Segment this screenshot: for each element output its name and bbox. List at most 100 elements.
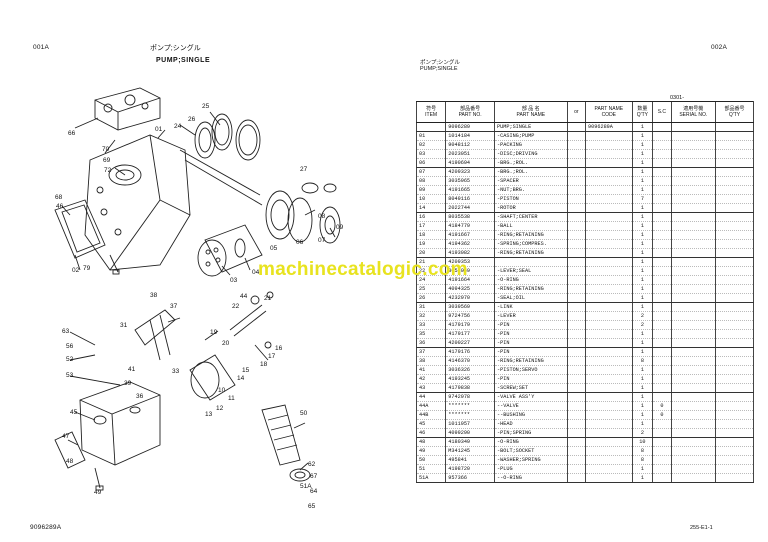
cell-rc bbox=[715, 347, 754, 357]
cell-rc bbox=[715, 338, 754, 348]
svg-text:27: 27 bbox=[300, 166, 308, 173]
cell-part: 4179176 bbox=[445, 347, 495, 357]
cell-code bbox=[585, 320, 633, 330]
svg-text:62: 62 bbox=[308, 461, 316, 468]
cell-or bbox=[566, 248, 586, 258]
svg-text:48: 48 bbox=[66, 458, 74, 465]
cell-item: 21 bbox=[415, 257, 446, 267]
cell-serial bbox=[670, 392, 716, 402]
cell-item: 03 bbox=[415, 149, 446, 159]
cell-name: -PISTON;SERVO bbox=[494, 365, 568, 375]
cell-part: 4191667 bbox=[445, 230, 495, 240]
svg-text:08: 08 bbox=[318, 213, 326, 220]
cell-item: 48 bbox=[415, 437, 446, 447]
cell-or bbox=[566, 275, 586, 285]
cell-name: --BUSHING bbox=[494, 410, 568, 420]
cell-part: 2022744 bbox=[445, 203, 495, 213]
left-title-en: PUMP;SINGLE bbox=[156, 57, 211, 64]
cell-code bbox=[585, 149, 633, 159]
cell-or bbox=[566, 419, 586, 429]
cell-item: 26 bbox=[415, 293, 446, 303]
cell-or bbox=[566, 473, 586, 483]
cell-serial bbox=[670, 293, 716, 303]
svg-text:05: 05 bbox=[270, 245, 278, 252]
cell-code bbox=[585, 203, 633, 213]
cell-part: 3036326 bbox=[445, 365, 495, 375]
cell-code bbox=[585, 212, 633, 222]
cell-qty: 1 bbox=[631, 293, 653, 303]
cell-serial bbox=[670, 257, 716, 267]
cell-sc bbox=[652, 176, 672, 186]
svg-text:39: 39 bbox=[124, 380, 132, 387]
cell-serial bbox=[670, 320, 716, 330]
cell-rc bbox=[715, 158, 754, 168]
cell-qty: 2 bbox=[631, 311, 653, 321]
svg-text:67: 67 bbox=[310, 473, 318, 480]
cell-sc bbox=[652, 203, 672, 213]
svg-text:09: 09 bbox=[336, 224, 344, 231]
cell-qty: 1 bbox=[631, 212, 653, 222]
cell-item: 08 bbox=[415, 176, 446, 186]
cell-serial bbox=[670, 266, 716, 276]
svg-text:20: 20 bbox=[222, 340, 230, 347]
cell-rc bbox=[715, 230, 754, 240]
cell-serial bbox=[670, 158, 716, 168]
cell-item bbox=[415, 122, 446, 132]
cell-serial bbox=[670, 455, 716, 465]
svg-text:04: 04 bbox=[252, 269, 260, 276]
cell-sc bbox=[652, 473, 672, 483]
cell-qty: 1 bbox=[631, 383, 653, 393]
cell-qty: 8 bbox=[631, 455, 653, 465]
cell-part: 9096289 bbox=[445, 122, 495, 132]
cell-code bbox=[585, 293, 633, 303]
cell-sc bbox=[652, 158, 672, 168]
cell-code bbox=[585, 239, 633, 249]
cell-item: 43 bbox=[415, 383, 446, 393]
cell-rc bbox=[715, 410, 754, 420]
cell-item: 24 bbox=[415, 275, 446, 285]
svg-text:06: 06 bbox=[296, 239, 304, 246]
cell-name: -SEAL;OIL bbox=[494, 293, 568, 303]
cell-sc bbox=[652, 257, 672, 267]
cell-qty: 1 bbox=[631, 248, 653, 258]
cell-part: 4146370 bbox=[445, 356, 495, 366]
cell-sc bbox=[652, 374, 672, 384]
header-service-code: S.C bbox=[652, 101, 672, 123]
cell-item: 25 bbox=[415, 284, 446, 294]
svg-text:52: 52 bbox=[66, 356, 74, 363]
cell-or bbox=[566, 347, 586, 357]
cell-rc bbox=[715, 257, 754, 267]
cell-rc bbox=[715, 284, 754, 294]
cell-code bbox=[585, 185, 633, 195]
cell-part: 4194362 bbox=[445, 239, 495, 249]
cell-qty: 1 bbox=[631, 347, 653, 357]
cell-rc bbox=[715, 356, 754, 366]
svg-text:21: 21 bbox=[264, 295, 272, 302]
svg-text:53: 53 bbox=[66, 372, 74, 379]
cell-name: -RING;RETAINING bbox=[494, 230, 568, 240]
left-page: 001A ポンプ;シングル PUMP;SINGLE bbox=[30, 44, 344, 531]
cell-rc bbox=[715, 419, 754, 429]
cell-part: 4180349 bbox=[445, 437, 495, 447]
cell-or bbox=[566, 401, 586, 411]
cell-part: 9048112 bbox=[445, 140, 495, 150]
svg-text:24: 24 bbox=[174, 123, 182, 130]
svg-text:79: 79 bbox=[83, 265, 91, 272]
cell-or bbox=[566, 320, 586, 330]
cell-sc bbox=[652, 329, 672, 339]
cell-name: -PIN bbox=[494, 374, 568, 384]
cell-serial bbox=[670, 428, 716, 438]
svg-text:72: 72 bbox=[104, 167, 112, 174]
cell-qty: 1 bbox=[631, 176, 653, 186]
